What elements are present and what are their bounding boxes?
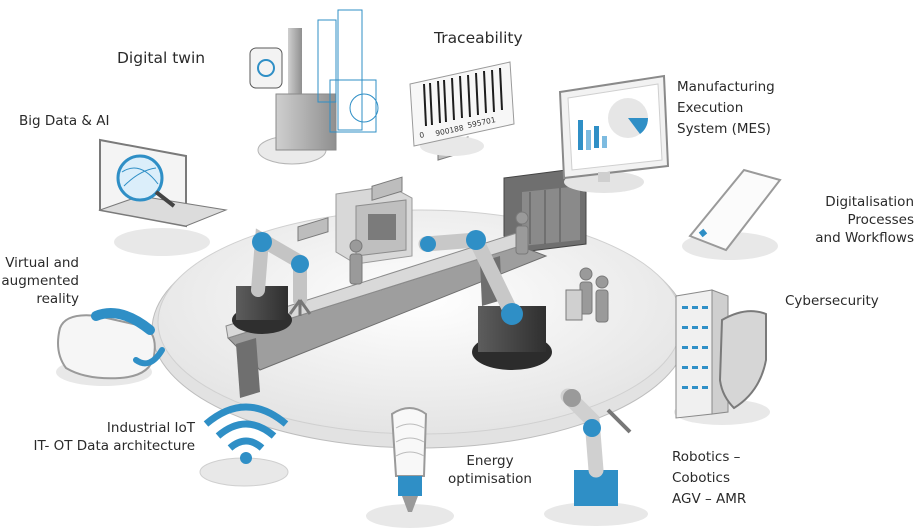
label-mes-line-2: Execution	[677, 100, 744, 116]
barcode-icon: 0 900188 595701	[409, 61, 515, 156]
robot-arm-left-icon	[232, 228, 312, 334]
label-digitalisation-line-1: Digitalisation	[825, 194, 914, 210]
factory-platform	[151, 209, 689, 449]
label-digitalisation-line-2: Processes	[847, 212, 914, 228]
cnc-machine-icon	[335, 185, 413, 265]
label-digitalisation: Digitalisation Processes and Workflows	[815, 193, 914, 247]
label-cybersecurity: Cybersecurity	[785, 292, 879, 310]
energy-bulb-icon	[366, 407, 454, 528]
workers-icon	[349, 211, 609, 323]
smartphone-icon	[682, 168, 782, 260]
label-vr-line-1: Virtual and	[5, 255, 79, 271]
label-energy-line-1: Energy	[466, 453, 514, 469]
wifi-iot-icon	[199, 403, 289, 487]
label-big-data: Big Data & AI	[19, 112, 109, 130]
label-big-data-text: Big Data & AI	[19, 113, 110, 129]
label-energy-line-2: optimisation	[448, 471, 532, 487]
robot-arm-center-icon	[418, 230, 552, 370]
digital-twin-icon	[249, 9, 379, 165]
label-vr-line-3: reality	[36, 291, 79, 307]
label-virtual-reality: Virtual and augmented reality	[1, 254, 79, 308]
label-traceability: Traceability	[434, 29, 523, 47]
laptop-ai-icon	[98, 138, 228, 256]
robotics-arm-icon	[544, 388, 648, 526]
barcode-digits-1: 0	[419, 130, 426, 140]
label-robotics-line-2: Cobotics	[672, 470, 731, 486]
label-industrial-iot: Industrial IoT IT- OT Data architecture	[33, 419, 195, 455]
mes-monitor-icon	[558, 74, 670, 193]
label-mes-line-1: Manufacturing	[677, 79, 775, 95]
label-robotics-line-3: AGV – AMR	[672, 491, 747, 507]
label-robotics-line-1: Robotics –	[672, 449, 741, 465]
label-iiot-line-1: Industrial IoT	[106, 420, 195, 436]
label-digital-twin-text: Digital twin	[117, 49, 206, 67]
label-digitalisation-line-3: and Workflows	[815, 230, 914, 246]
label-digital-twin: Digital twin	[117, 49, 205, 67]
label-robotics: Robotics – Cobotics AGV – AMR	[672, 447, 746, 510]
label-cybersecurity-text: Cybersecurity	[785, 293, 879, 309]
label-vr-line-2: augmented	[1, 273, 79, 289]
label-iiot-line-2: IT- OT Data architecture	[33, 438, 195, 454]
server-cybersecurity-icon	[674, 289, 770, 425]
vr-headset-icon	[56, 308, 165, 386]
label-mes-line-3: System (MES)	[677, 121, 771, 137]
label-traceability-text: Traceability	[434, 29, 523, 47]
label-energy: Energy optimisation	[448, 452, 532, 488]
label-mes: Manufacturing Execution System (MES)	[677, 77, 775, 140]
